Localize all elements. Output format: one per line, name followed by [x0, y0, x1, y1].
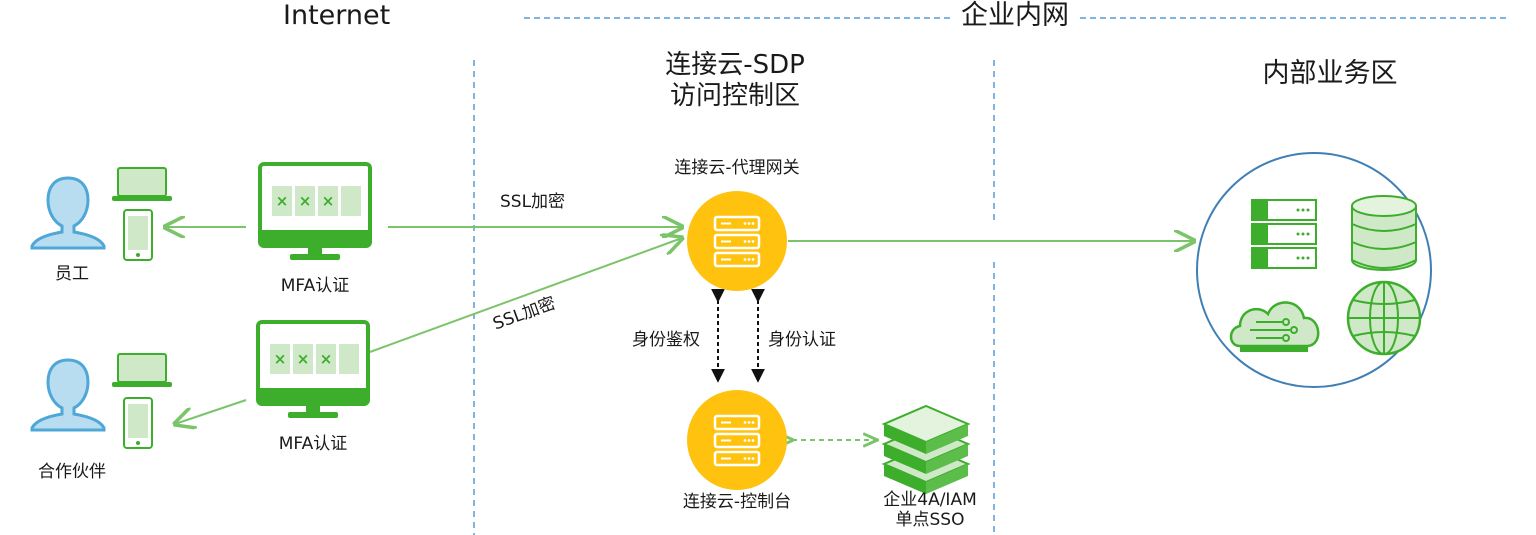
- person-icon: [30, 176, 106, 250]
- laptop-icon: [112, 353, 172, 387]
- svg-text:×: ×: [320, 350, 333, 368]
- label-sso: 企业4A/IAM 单点SSO: [883, 490, 976, 531]
- zone-title-internet: Internet: [283, 0, 391, 31]
- label-proxy-gateway: 连接云-代理网关: [674, 158, 800, 178]
- label-ssl-top: SSL加密: [500, 192, 566, 212]
- svg-text:×: ×: [322, 192, 335, 210]
- connectors: [165, 227, 1194, 440]
- arrow-mfa-to-gateway-bottom: [369, 238, 682, 353]
- svg-text:×: ×: [276, 192, 289, 210]
- zone-title-enterprise: 企业内网: [957, 2, 1073, 29]
- label-partner: 合作伙伴: [38, 462, 106, 482]
- database-icon: [1351, 195, 1417, 271]
- arrow-mfa-to-partner: [175, 399, 247, 424]
- server-icon: [1251, 199, 1317, 269]
- label-console: 连接云-控制台: [682, 492, 792, 512]
- label-employee: 员工: [55, 264, 89, 284]
- label-auth-left: 身份鉴权: [632, 330, 700, 350]
- cloud-icon: [1229, 301, 1320, 352]
- label-mfa-bottom: MFA认证: [278, 434, 348, 454]
- zone-title-sdp: 连接云-SDP 访问控制区: [665, 50, 805, 111]
- label-sso-line1: 企业4A/IAM: [883, 490, 977, 510]
- zone-title-business: 内部业务区: [1262, 58, 1398, 89]
- server-icon: [687, 191, 787, 291]
- phone-icon: [123, 397, 153, 449]
- label-auth-right: 身份认证: [768, 330, 836, 350]
- appliance-stack-icon: [881, 404, 971, 494]
- laptop-icon: [112, 167, 172, 201]
- label-sso-line2: 单点SSO: [895, 510, 965, 531]
- label-mfa-top: MFA认证: [280, 276, 350, 296]
- zone-separators: [473, 17, 1510, 535]
- server-icon: [687, 390, 787, 490]
- svg-text:×: ×: [297, 350, 310, 368]
- zone-title-sdp-line2: 访问控制区: [669, 80, 800, 111]
- svg-text:×: ×: [274, 350, 287, 368]
- globe-icon: [1346, 280, 1422, 356]
- phone-icon: [123, 209, 153, 261]
- svg-text:×: ×: [299, 192, 312, 210]
- monitor-icon: × × ×: [256, 320, 370, 418]
- person-icon: [30, 358, 106, 432]
- monitor-icon: × × ×: [258, 162, 372, 260]
- zone-title-sdp-line1: 连接云-SDP: [665, 50, 805, 80]
